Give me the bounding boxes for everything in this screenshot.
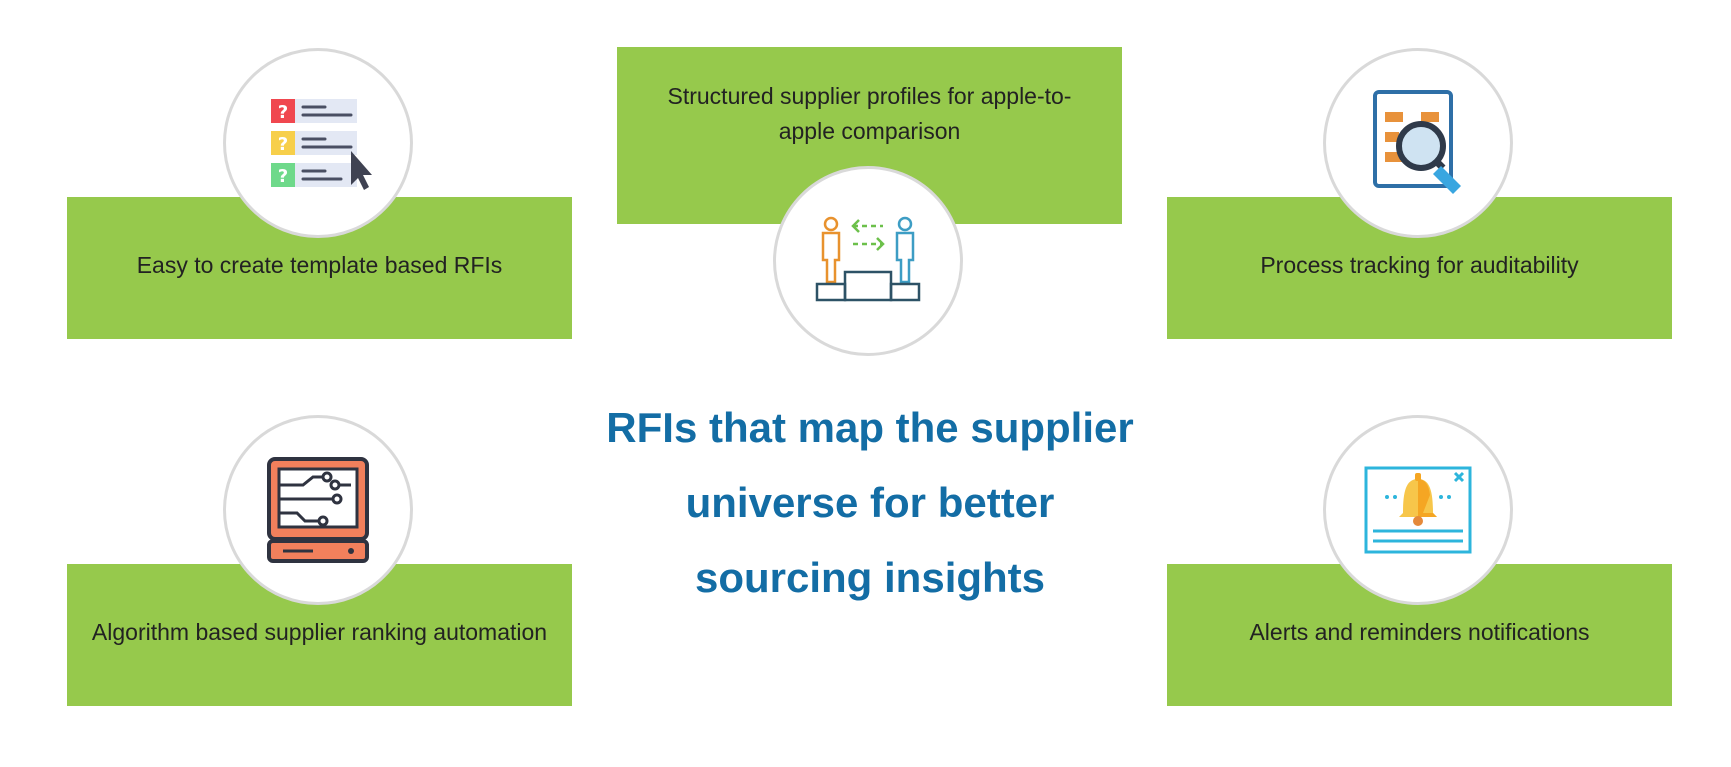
bell-notification-icon: [1363, 465, 1473, 555]
svg-text:?: ?: [278, 134, 288, 155]
questionnaire-list-icon: ? ? ?: [263, 93, 373, 193]
svg-text:?: ?: [278, 166, 288, 187]
feature-label-rfi-templates: Easy to create template based RFIs: [136, 252, 503, 278]
page-headline: RFIs that map the supplier universe for …: [606, 404, 1134, 601]
feature-panel-process-tracking: Process tracking for auditability: [1167, 197, 1672, 339]
supplier-comparison-icon: [813, 216, 923, 306]
feature-circle-rfi-templates: ? ? ?: [223, 48, 413, 238]
svg-text:?: ?: [278, 102, 288, 123]
feature-panel-ranking-automation: Algorithm based supplier ranking automat…: [67, 564, 572, 706]
feature-label-process-tracking: Process tracking for auditability: [1260, 252, 1579, 278]
feature-label-ranking-automation: Algorithm based supplier ranking automat…: [91, 619, 548, 645]
feature-circle-supplier-profiles: [773, 166, 963, 356]
feature-circle-ranking-automation: [223, 415, 413, 605]
circuit-monitor-icon: [263, 455, 373, 565]
document-search-icon: [1363, 88, 1473, 198]
feature-label-alerts: Alerts and reminders notifications: [1249, 619, 1590, 645]
feature-circle-process-tracking: [1323, 48, 1513, 238]
feature-circle-alerts: [1323, 415, 1513, 605]
feature-label-supplier-profiles: Structured supplier profiles for apple-t…: [667, 83, 1072, 144]
